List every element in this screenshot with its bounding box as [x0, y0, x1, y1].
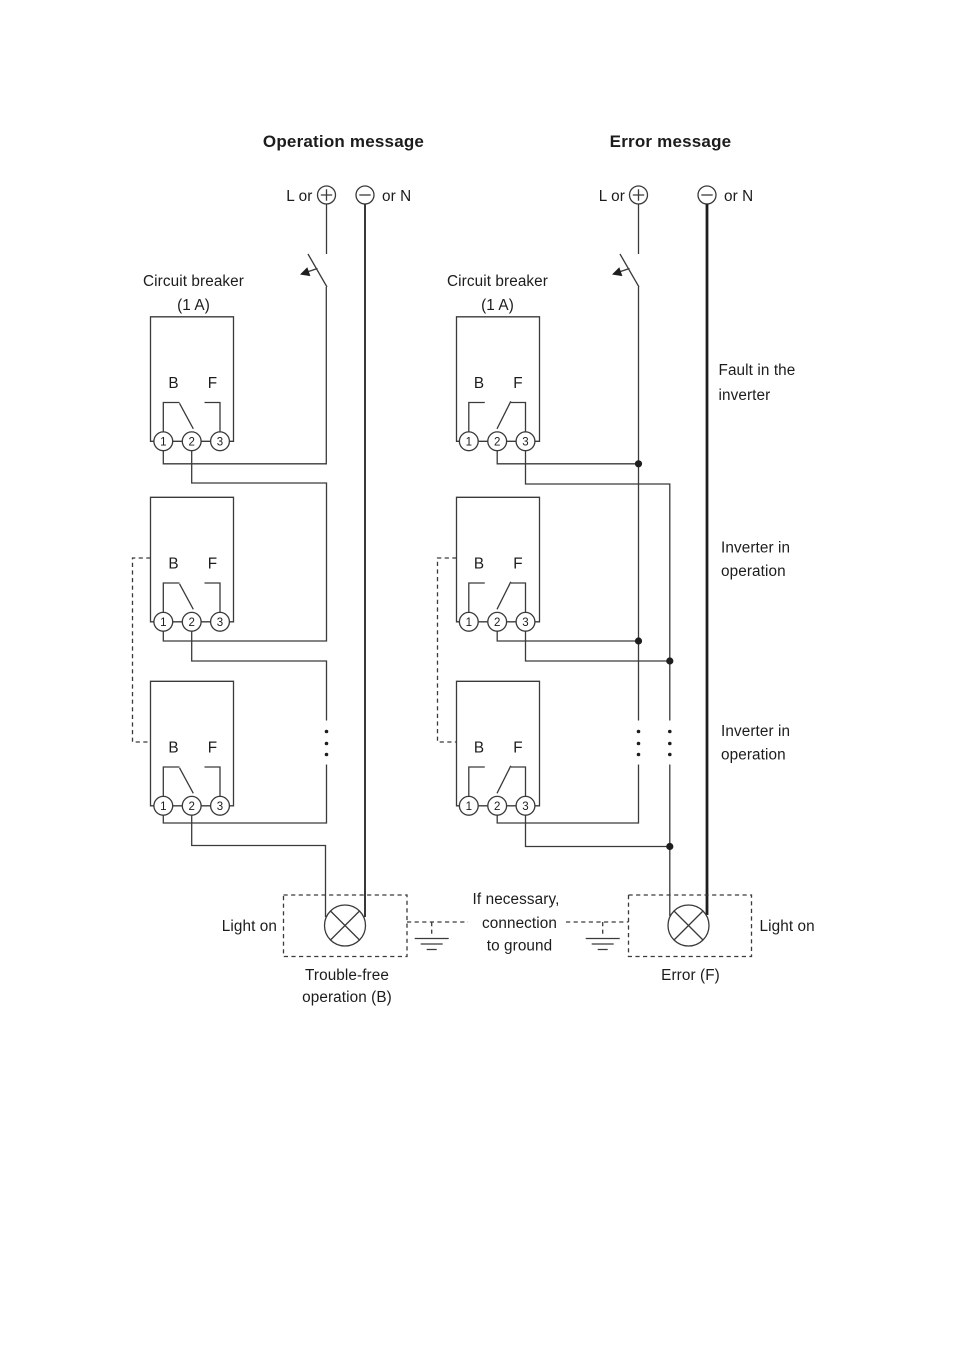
breaker-label-left-1: Circuit breaker: [143, 273, 244, 290]
light-on-right: Light on: [760, 918, 815, 935]
caption-left-1: Trouble-free: [305, 967, 389, 984]
wire-to-box3: [162, 764, 328, 824]
fault-label-2: inverter: [719, 387, 771, 404]
l-line-right-lower: [496, 764, 640, 824]
junction-dot-3: [666, 657, 674, 665]
breaker-switch-icon-left: [300, 253, 328, 288]
or-n-label-left: or N: [382, 188, 411, 205]
caption-left-2: operation (B): [302, 989, 392, 1006]
error-column: Error message L or or N Circuit breaker …: [436, 132, 815, 984]
minus-terminal-icon-right: [697, 185, 717, 205]
relay-box-op-3: [149, 680, 235, 816]
or-n-label-right: or N: [724, 188, 753, 205]
l-or-label-left: L or: [286, 188, 312, 205]
inverter-op-label-2b: operation: [721, 747, 786, 764]
breaker-switch-icon-right: [612, 253, 640, 288]
ground-note-1: If necessary,: [473, 891, 560, 908]
relay-box-err-1: [455, 316, 541, 452]
fault-label-1: Fault in the: [719, 362, 796, 379]
breaker-label-left-2: (1 A): [177, 297, 210, 314]
error-title: Error message: [610, 132, 732, 151]
relay-box-op-2: [149, 496, 235, 632]
operation-column: Operation message L or or N Circuit brea…: [131, 132, 424, 1006]
ground-note-2: connection: [482, 915, 557, 932]
wire-box2-t3: [524, 631, 670, 662]
ground-note-3: to ground: [487, 938, 553, 955]
dashed-link-right: [436, 557, 457, 743]
operation-lamp: [282, 894, 408, 958]
wire-box1-t2: [496, 450, 639, 465]
wire-box3-to-lamp: [191, 815, 327, 917]
junction-dot-1: [634, 460, 643, 468]
dashed-link-left: [131, 557, 151, 743]
ground-icon-right: [585, 937, 620, 951]
breaker-label-right-2: (1 A): [481, 297, 514, 314]
ground-connection: If necessary, connection to ground: [407, 891, 629, 955]
wire-box1-to-box2: [162, 450, 328, 642]
caption-right: Error (F): [661, 967, 720, 984]
wire-box2-t2: [496, 631, 639, 642]
junction-dot-2: [634, 637, 643, 645]
continuation-dots-right: [636, 729, 672, 757]
wire-box3-t3: [524, 815, 670, 848]
plus-terminal-icon-right: [628, 185, 649, 205]
inverter-op-label-1a: Inverter in: [721, 540, 790, 557]
minus-terminal-icon: [355, 185, 375, 205]
inverter-op-label-2a: Inverter in: [721, 723, 790, 740]
error-lamp: [627, 894, 753, 958]
breaker-label-right-1: Circuit breaker: [447, 273, 548, 290]
ground-icon-left: [414, 937, 449, 951]
relay-box-err-2: [455, 496, 541, 632]
wire-box1-t3: [524, 450, 671, 721]
light-on-left: Light on: [222, 918, 277, 935]
inverter-op-label-1b: operation: [721, 563, 786, 580]
junction-dot-4: [666, 842, 674, 851]
continuation-dots-left: [324, 729, 329, 757]
operation-title: Operation message: [263, 132, 424, 151]
wire-box2-down: [191, 631, 328, 721]
wire-l-to-box1: [162, 287, 327, 465]
l-or-label-right: L or: [599, 188, 625, 205]
relay-box-op-1: [149, 316, 235, 452]
relay-box-err-3: [455, 680, 541, 816]
plus-terminal-icon: [316, 185, 337, 205]
